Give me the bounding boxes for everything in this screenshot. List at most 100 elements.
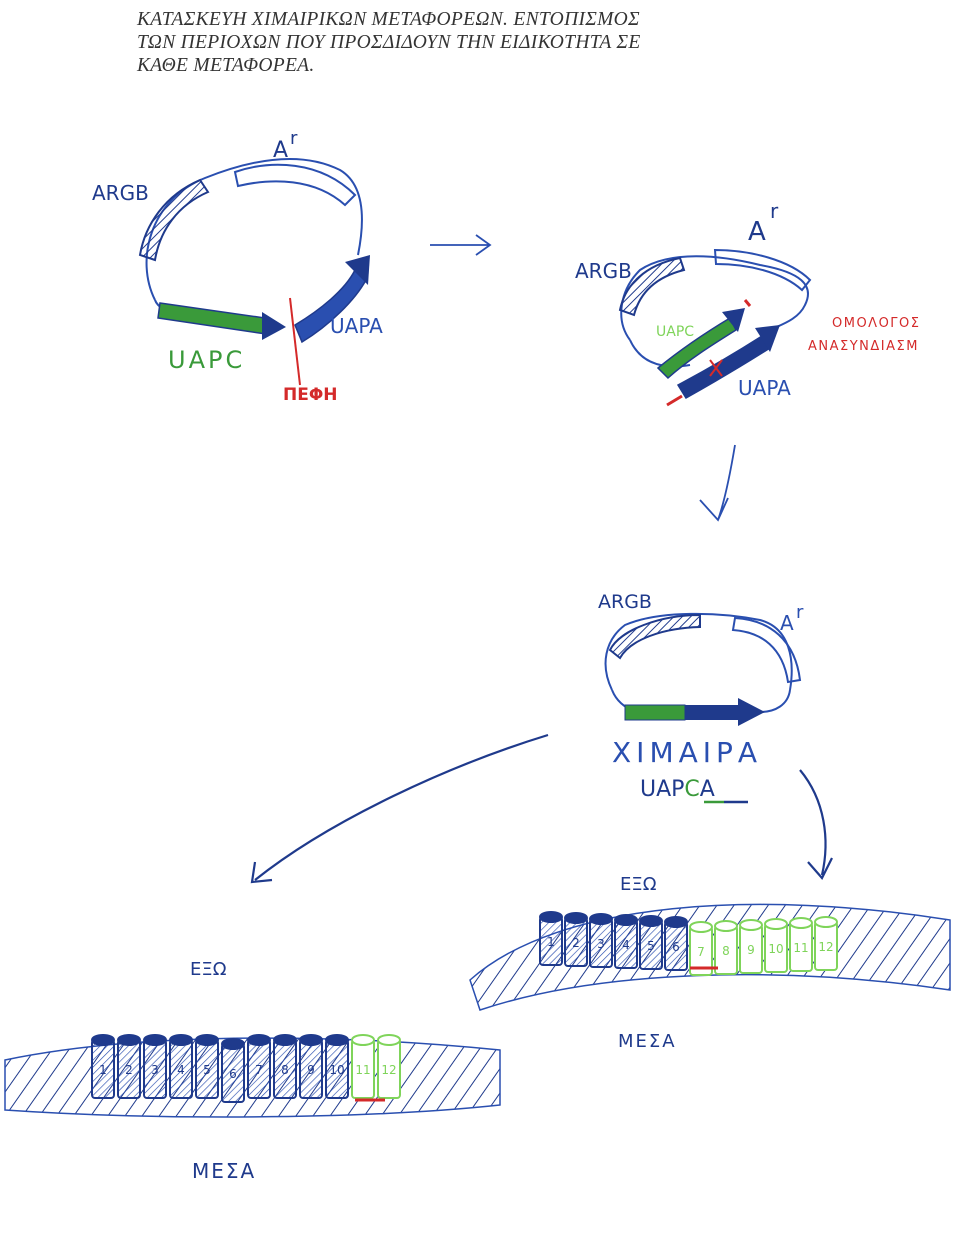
helix-label-9: 9	[307, 1063, 315, 1077]
helix-cap-9	[299, 1034, 323, 1046]
helix-label-1: 1	[547, 935, 555, 949]
plasmid-3-argb-gene	[608, 613, 701, 660]
helix-label-8: 8	[281, 1063, 289, 1077]
plasmid-3: ARGB A r ΧΙΜΑΙΡΑ UAPCA	[598, 591, 804, 804]
helix-label-6: 6	[229, 1067, 237, 1081]
helix-cap-2	[117, 1034, 141, 1046]
helix-cap-9	[739, 919, 763, 931]
plasmid-1-uapc-gene	[157, 302, 267, 335]
right-membrane-in-label: ΜΕΣΑ	[618, 1031, 677, 1052]
plasmid-1-argb-label: ARGB	[92, 181, 149, 205]
chimera-name: UAPCA	[640, 777, 715, 802]
helix-label-3: 3	[597, 937, 605, 951]
plasmid-3-ampr-gene	[731, 616, 802, 684]
plasmid-3-uapc-segment	[624, 704, 686, 721]
helix-label-4: 4	[622, 938, 630, 952]
helix-cap-4	[169, 1034, 193, 1046]
plasmid-3-argb-label: ARGB	[598, 591, 652, 613]
right-membrane-out-label: ΕΞΩ	[620, 874, 657, 895]
plasmid-2-argb-label: ARGB	[575, 259, 632, 283]
helix-label-6: 6	[672, 940, 680, 954]
helix-label-10: 10	[329, 1063, 344, 1077]
chimera-name-c: C	[684, 777, 699, 802]
helix-cap-6	[664, 916, 688, 928]
helix-cap-3	[143, 1034, 167, 1046]
plasmid-2-ampr-label: A	[748, 217, 766, 247]
helix-cap-5	[195, 1034, 219, 1046]
arrow-to-right-membrane	[799, 769, 833, 880]
helix-cap-10	[764, 918, 788, 930]
helix-label-11: 11	[793, 941, 808, 955]
helix-cap-10	[325, 1034, 349, 1046]
helix-cap-4	[614, 914, 638, 926]
helix-label-10: 10	[768, 942, 783, 956]
helix-cap-1	[91, 1034, 115, 1046]
helix-cap-7	[689, 921, 713, 933]
helix-cap-11	[351, 1034, 375, 1046]
helix-cap-8	[714, 920, 738, 932]
helix-label-7: 7	[255, 1063, 263, 1077]
helix-cap-7	[247, 1034, 271, 1046]
plasmid-1-ampr-label: A	[273, 138, 288, 163]
plasmid-2-argb-gene	[618, 256, 686, 317]
chimera-name-prefix: UAP	[640, 777, 684, 802]
helix-label-9: 9	[747, 943, 755, 957]
chimera-label: ΧΙΜΑΙΡΑ	[612, 736, 762, 769]
helix-label-12: 12	[381, 1063, 396, 1077]
helix-cap-8	[273, 1034, 297, 1046]
helix-cap-5	[639, 915, 663, 927]
left-membrane-out-label: ΕΞΩ	[190, 959, 227, 980]
plasmid-1-ampr-superscript: r	[290, 128, 298, 149]
plasmid-2-ampr-superscript: r	[770, 199, 779, 223]
helix-label-1: 1	[99, 1063, 107, 1077]
plasmid-1: ARGB A r UAPC UAPA ΠΕΦΗ	[92, 128, 383, 405]
plasmid-2-ampr-gene	[713, 248, 812, 292]
arrow-to-left-membrane	[250, 733, 549, 884]
plasmid-2-uapa-label: UAPA	[738, 376, 791, 400]
figure-title: ΚΑΤΑΣΚΕΥΗ ΧΙΜΑΙΡΙΚΩΝ ΜΕΤΑΦΟΡΕΩΝ. ΕΝΤΟΠΙΣ…	[137, 8, 837, 77]
helix-label-8: 8	[722, 944, 730, 958]
arrow-step-1	[430, 234, 492, 256]
helix-cap-12	[814, 916, 838, 928]
left-membrane-in-label: ΜΕΣΑ	[192, 1159, 256, 1183]
helix-label-7: 7	[697, 945, 705, 959]
plasmid-2: ARGB A r UAPC UAPA ΟΜΟΛΟΓΟΣ ΑΝΑΣΥΝΔΙΑΣΜ	[575, 199, 921, 407]
helix-cap-6	[221, 1038, 245, 1050]
plasmid-1-uapc-label: UAPC	[168, 346, 245, 374]
plasmid-2-uapc-label: UAPC	[656, 324, 694, 340]
helix-cap-3	[589, 913, 613, 925]
plasmid-1-argb-gene	[138, 178, 210, 262]
helix-label-12: 12	[818, 940, 833, 954]
helix-cap-2	[564, 912, 588, 924]
plasmid-3-uapa-segment	[685, 705, 740, 720]
title-line-3: ΚΑΘΕ ΜΕΤΑΦΟΡΕΑ.	[137, 55, 315, 76]
title-line-1: ΚΑΤΑΣΚΕΥΗ ΧΙΜΑΙΡΙΚΩΝ ΜΕΤΑΦΟΡΕΩΝ. ΕΝΤΟΠΙΣ…	[137, 9, 640, 30]
chimera-name-a: A	[700, 777, 715, 802]
plasmid-1-backbone	[145, 157, 363, 301]
recombination-label-line-1: ΟΜΟΛΟΓΟΣ	[832, 316, 921, 331]
plasmid-1-uapa-label: UAPA	[330, 314, 383, 338]
helix-label-3: 3	[151, 1063, 159, 1077]
plasmid-1-cut-label: ΠΕΦΗ	[283, 385, 338, 405]
title-line-2: ΤΩΝ ΠΕΡΙΟΧΩΝ ΠΟΥ ΠΡΟΣΔΙΔΟΥΝ ΤΗΝ ΕΙΔΙΚΟΤΗ…	[137, 32, 641, 53]
plasmid-1-ampr-gene	[233, 163, 357, 207]
helix-cap-1	[539, 911, 563, 923]
helix-cap-12	[377, 1034, 401, 1046]
plasmid-3-ampr-superscript: r	[796, 602, 804, 623]
recombination-label-line-2: ΑΝΑΣΥΝΔΙΑΣΜ	[808, 339, 919, 354]
helix-label-5: 5	[647, 939, 655, 953]
plasmid-2-uapc-gene	[656, 316, 737, 380]
helix-label-11: 11	[355, 1063, 370, 1077]
helix-label-5: 5	[203, 1063, 211, 1077]
helix-cap-11	[789, 917, 813, 929]
plasmid-1-cut-line	[289, 297, 301, 386]
helix-label-2: 2	[572, 936, 580, 950]
plasmid-3-ampr-label: A	[780, 611, 794, 635]
helix-label-2: 2	[125, 1063, 133, 1077]
